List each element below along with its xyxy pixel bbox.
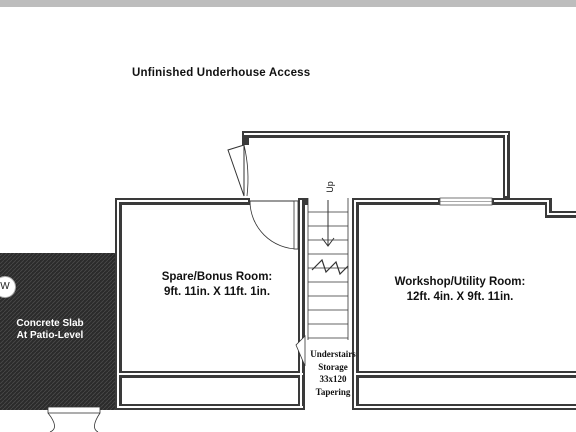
workshop-name: Workshop/Utility Room: — [394, 276, 526, 288]
stairs — [307, 198, 349, 340]
slab-line-2: At Patio-Level — [16, 330, 84, 341]
slab-label: Concrete Slab At Patio-Level — [4, 318, 96, 342]
slab-door — [47, 406, 101, 432]
wall-inner-lines — [117, 133, 576, 408]
access-door — [227, 144, 249, 197]
workshop-window — [439, 197, 493, 206]
spare-room-dimensions: 9ft. 11in. X 11ft. 1in. — [163, 286, 271, 298]
storage-door — [295, 335, 306, 367]
storage-line-4: Tapering — [315, 386, 351, 397]
storage-line-2: Storage — [318, 361, 348, 372]
wall-stair-top-left — [298, 198, 308, 205]
storage-line-1: Understairs — [310, 349, 356, 359]
plan-title: Unfinished Underhouse Access — [132, 67, 311, 79]
workshop-label: Workshop/Utility Room: 12ft. 4in. X 9ft.… — [370, 275, 550, 305]
storage-line-3: 33x120 — [319, 374, 347, 384]
stairs-up-label: Up — [325, 181, 335, 193]
concrete-slab — [0, 253, 115, 410]
wall-access-left — [242, 131, 249, 145]
spare-room-name: Spare/Bonus Room: — [161, 271, 273, 283]
slab-line-1: Concrete Slab — [16, 318, 84, 329]
compass-west-icon: W — [0, 276, 16, 298]
top-border — [0, 0, 576, 7]
storage-label: Understairs Storage 33x120 Tapering — [309, 348, 357, 398]
workshop-dimensions: 12ft. 4in. X 9ft. 11in. — [406, 291, 514, 303]
spare-room-door — [249, 200, 299, 250]
spare-room-label: Spare/Bonus Room: 9ft. 11in. X 11ft. 1in… — [134, 270, 300, 300]
